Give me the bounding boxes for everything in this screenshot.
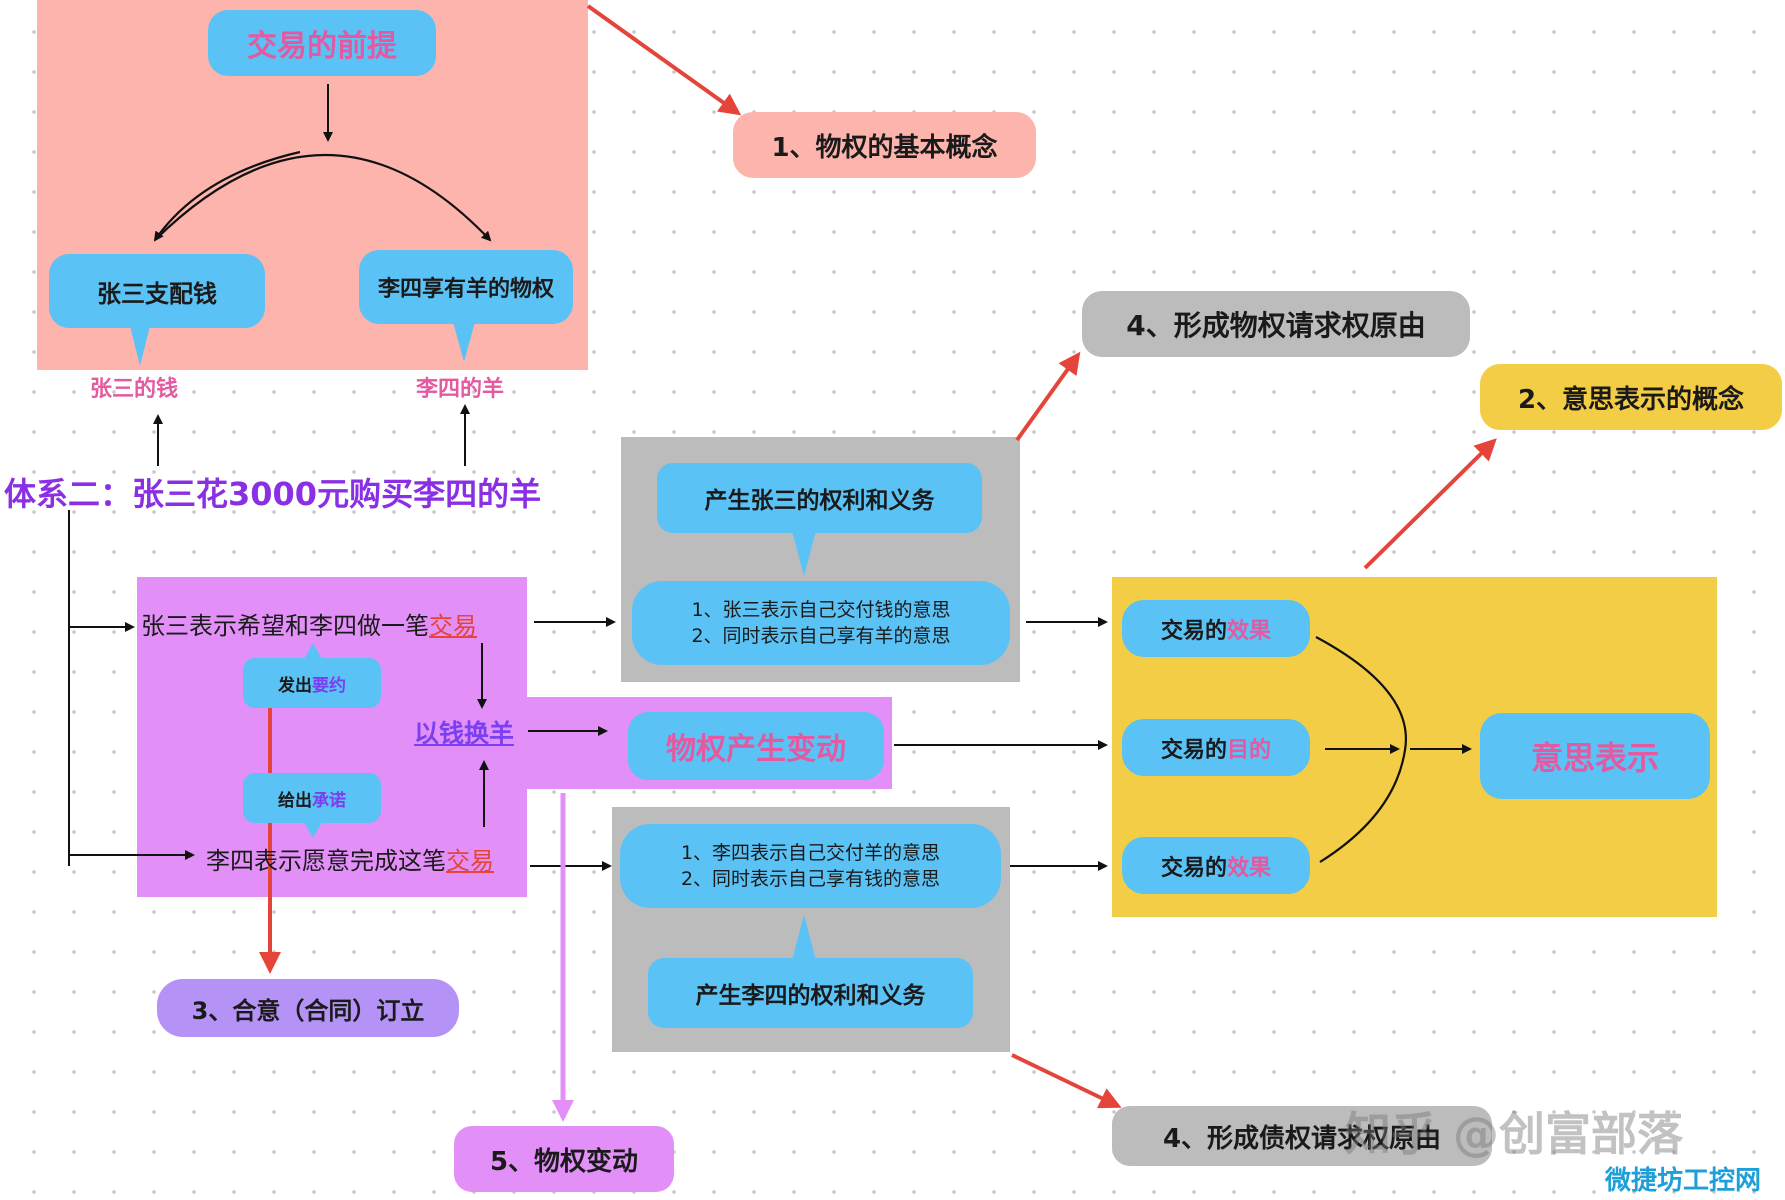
accept-node-tail (304, 822, 322, 838)
trade-effect-node-1: 交易的效果 (1122, 600, 1310, 657)
zhang-controls-money-node: 张三支配钱 (49, 254, 265, 328)
accept-node: 给出承诺 (243, 773, 381, 823)
premise-node: 交易的前提 (208, 10, 436, 76)
real-right-change-node: 物权产生变动 (628, 712, 884, 780)
li-trade-link[interactable]: 交易 (446, 847, 494, 875)
li-node-tail (453, 322, 475, 362)
real-right-change-label: 5、物权变动 (454, 1126, 674, 1192)
li-rights-node: 产生李四的权利和义务 (648, 958, 973, 1028)
li-wish-text: 李四表示愿意完成这笔交易 (206, 847, 494, 875)
real-right-claim-label: 4、形成物权请求权原由 (1082, 291, 1470, 357)
watermark-text: 知乎 @创富部落 (1345, 1107, 1684, 1161)
zhang-rights-node: 产生张三的权利和义务 (657, 463, 982, 533)
li-rights-tail (792, 915, 816, 960)
zhang-trade-link[interactable]: 交易 (429, 612, 477, 640)
zhang-node-tail (130, 326, 150, 366)
basic-concept-label: 1、物权的基本概念 (733, 112, 1036, 178)
watermark-site: 微捷坊工控网 (1605, 1166, 1762, 1196)
intent-expression-node: 意思表示 (1480, 713, 1710, 799)
offer-region (137, 577, 527, 897)
li-owns-sheep-node: 李四享有羊的物权 (359, 250, 573, 324)
trade-effect-node-2: 交易的效果 (1122, 837, 1310, 894)
zhang-intent-node: 1、张三表示自己交付钱的意思 2、同时表示自己享有羊的意思 (632, 581, 1010, 665)
zhang-money-label: 张三的钱 (90, 377, 179, 402)
exchange-link[interactable]: 以钱换羊 (414, 719, 515, 748)
contract-label: 3、合意（合同）订立 (157, 979, 459, 1037)
li-sheep-label: 李四的羊 (416, 377, 505, 402)
debt-claim-label: 4、形成债权请求权原由 (1112, 1106, 1492, 1166)
trade-purpose-node: 交易的目的 (1122, 719, 1310, 776)
offer-node-tail (304, 643, 322, 659)
zhang-rights-tail (792, 531, 816, 576)
offer-node: 发出要约 (243, 658, 381, 708)
li-intent-node: 1、李四表示自己交付羊的意思 2、同时表示自己享有钱的意思 (620, 824, 1001, 908)
intent-concept-label: 2、意思表示的概念 (1480, 364, 1782, 430)
system-title: 体系二：张三花3000元购买李四的羊 (4, 475, 542, 513)
zhang-wish-text: 张三表示希望和李四做一笔交易 (141, 612, 477, 640)
